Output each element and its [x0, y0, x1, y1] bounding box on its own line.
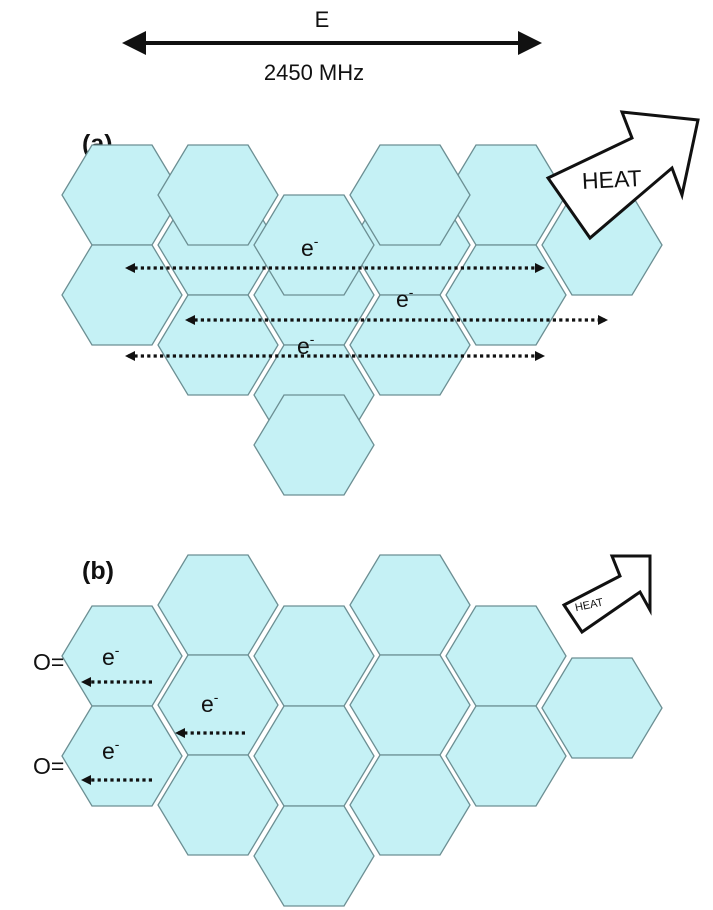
hexagon — [349, 144, 471, 246]
electron-label: e- — [396, 284, 414, 312]
hexagon — [157, 294, 279, 396]
field-frequency: 2450 MHz — [264, 60, 364, 85]
heat-arrow-small: HEAT — [561, 554, 652, 635]
hexagon — [157, 144, 279, 246]
electron-label: e- — [102, 736, 120, 764]
hexagon — [61, 244, 183, 346]
hexagon — [349, 294, 471, 396]
hexagon — [445, 605, 567, 707]
heat-label: HEAT — [581, 165, 642, 194]
field-symbol: E — [315, 7, 330, 32]
hexagon — [253, 705, 375, 807]
hexagon — [157, 654, 279, 756]
heat-arrow-icon — [561, 554, 652, 635]
heat-label: HEAT — [574, 596, 605, 614]
hexagon — [445, 705, 567, 807]
panel-b: (b) O= O= e- e- — [33, 554, 663, 907]
hexagon — [253, 805, 375, 907]
oxygen-group-label: O= — [33, 649, 64, 675]
hexagon — [445, 244, 567, 346]
hexagon — [61, 705, 183, 807]
heat-arrow-large: HEAT — [545, 110, 700, 241]
hexagon — [157, 554, 279, 656]
electron-label: e- — [102, 642, 120, 670]
panel-b-label: (b) — [82, 557, 114, 585]
panel-a: (a) e- e- e- — [61, 110, 700, 496]
hexagon — [253, 605, 375, 707]
hexagon — [157, 754, 279, 856]
oxygen-group-label: O= — [33, 753, 64, 779]
heat-arrow-icon — [545, 110, 700, 241]
field-indicator: E 2450 MHz — [122, 7, 542, 85]
electron-label: e- — [201, 689, 219, 717]
hexagon — [349, 754, 471, 856]
electron-label: e- — [297, 331, 315, 359]
hexagon — [349, 554, 471, 656]
electron-label: e- — [301, 233, 319, 261]
hexagon — [61, 605, 183, 707]
hexagon — [541, 657, 663, 759]
hexagon — [253, 394, 375, 496]
hexagon — [349, 654, 471, 756]
